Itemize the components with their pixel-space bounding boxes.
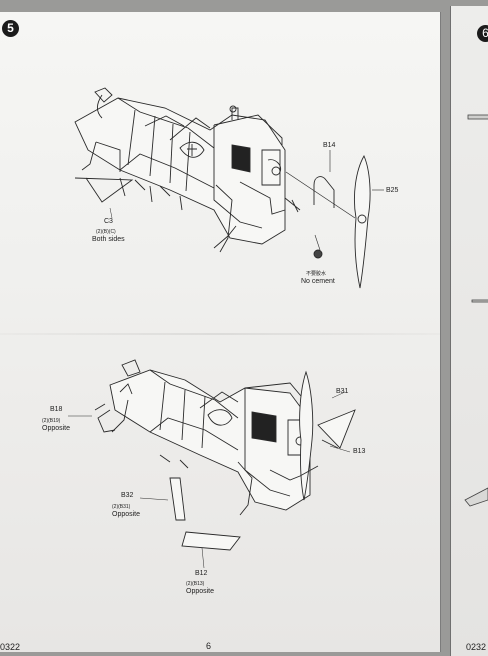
next-page-fragment-drawing xyxy=(464,114,488,507)
page-number: 6 xyxy=(206,641,212,651)
no-cement-text: No cement xyxy=(301,278,335,285)
part-c3-code: C3 xyxy=(104,218,113,225)
part-b18-code: B18 xyxy=(50,406,63,413)
part-b31-code: B31 xyxy=(336,388,349,395)
part-b12-note: (2)(B13) xyxy=(186,581,205,587)
part-b25-code: B25 xyxy=(386,187,399,194)
top-fuselage-drawing xyxy=(74,87,301,253)
part-b32-note: (2)(B31) xyxy=(112,504,131,510)
part-b18-text: Opposite xyxy=(42,425,71,432)
part-b32-text: Opposite xyxy=(112,511,141,518)
part-b32-code: B32 xyxy=(121,492,134,499)
page-fold-line xyxy=(0,333,440,335)
part-b13-code: B13 xyxy=(353,448,366,455)
step-number-badge: 5 xyxy=(2,20,19,37)
no-cement-note: 不要胶水 xyxy=(306,271,327,277)
document-code-left: 0322 xyxy=(0,642,21,652)
part-b12-code: B12 xyxy=(195,570,208,577)
part-b12-text: Opposite xyxy=(186,588,215,595)
next-step-number-badge: 6 xyxy=(477,25,488,42)
part-b14-code: B14 xyxy=(323,142,336,149)
bottom-fuselage-drawing xyxy=(94,359,356,551)
part-c3-note: (2)(B)(C) xyxy=(96,229,116,235)
adjacent-page-edge xyxy=(450,6,488,656)
part-c3-text: Both sides xyxy=(92,236,125,243)
document-code-right: 0232 xyxy=(466,642,487,652)
part-b14-drawing xyxy=(313,176,335,208)
part-b18-note: (2)(B19) xyxy=(42,418,61,424)
